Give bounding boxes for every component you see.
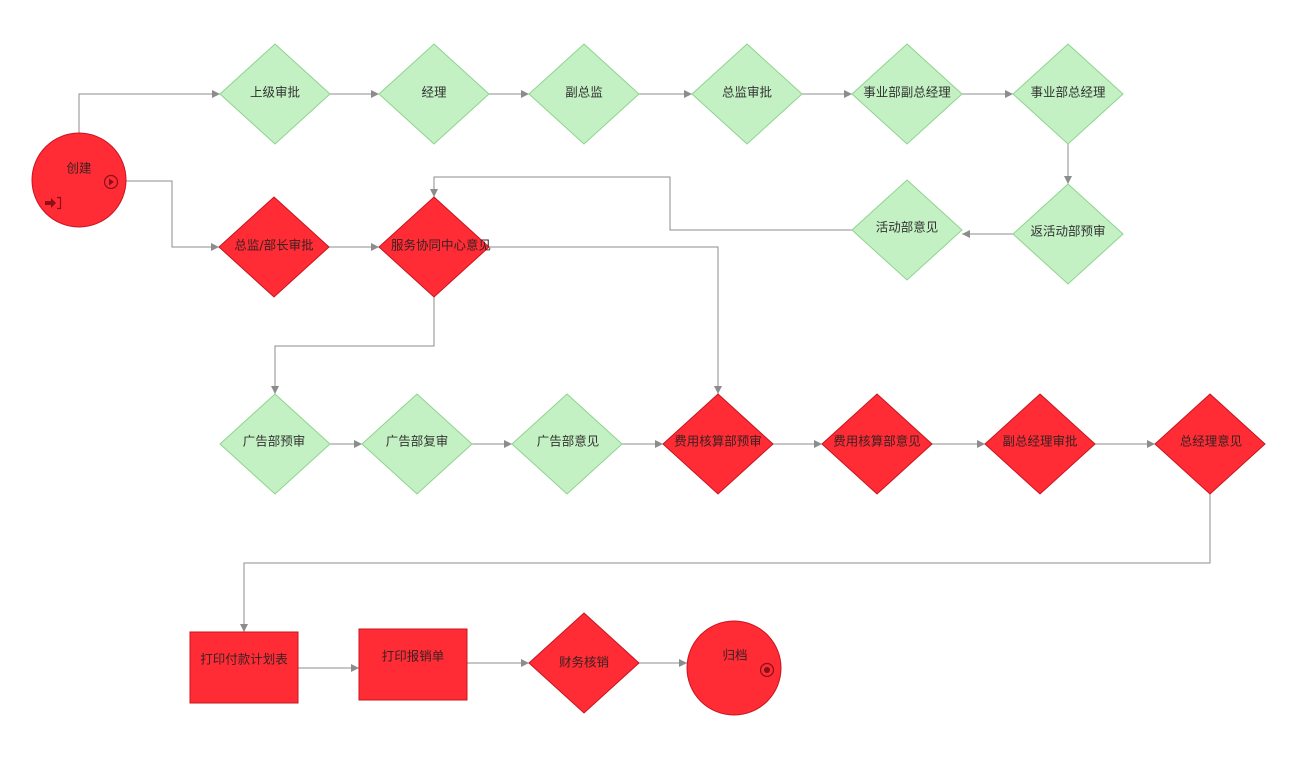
node-ad-pre-review[interactable]: 广告部预审 bbox=[219, 393, 331, 495]
node-deputy-director[interactable]: 副总监 bbox=[528, 43, 640, 145]
diamond-shape bbox=[511, 393, 623, 495]
edge-create-to-director-minister-approval bbox=[126, 180, 219, 251]
node-ad-opinion[interactable]: 广告部意见 bbox=[511, 393, 623, 495]
diamond-shape bbox=[821, 393, 933, 495]
diamond-shape bbox=[361, 393, 473, 495]
node-superior-approval[interactable]: 上级审批 bbox=[219, 43, 331, 145]
task-rect bbox=[358, 628, 468, 701]
edges bbox=[78, 90, 1211, 672]
edge-service-center-opinion-to-cost-pre-review bbox=[489, 246, 722, 394]
node-finance-writeoff[interactable]: 财务核销 bbox=[528, 612, 640, 714]
diamond-shape bbox=[691, 43, 803, 145]
node-print-expense-form[interactable]: 打印报销单 bbox=[358, 628, 468, 701]
node-cost-pre-review[interactable]: 费用核算部预审 bbox=[662, 393, 774, 495]
node-gm-opinion[interactable]: 总经理意见 bbox=[1154, 393, 1266, 495]
node-ad-re-review[interactable]: 广告部复审 bbox=[361, 393, 473, 495]
diamond-shape bbox=[378, 43, 490, 145]
play-icon bbox=[103, 174, 119, 190]
diamond-shape bbox=[851, 43, 963, 145]
diamond-shape bbox=[1012, 183, 1124, 285]
diamond-shape bbox=[851, 179, 963, 281]
node-service-center-opinion[interactable]: 服务协同中心意见 bbox=[378, 196, 491, 298]
node-create[interactable]: 创建 bbox=[31, 132, 127, 228]
entry-icon bbox=[45, 196, 62, 210]
node-manager[interactable]: 经理 bbox=[378, 43, 490, 145]
node-director-minister-approval[interactable]: 总监/部长审批 bbox=[218, 196, 330, 298]
node-division-gm[interactable]: 事业部总经理 bbox=[1012, 43, 1124, 145]
node-label: 副总经理审批 bbox=[1002, 434, 1077, 449]
node-label: 财务核销 bbox=[559, 655, 609, 670]
diamond-shape bbox=[528, 612, 640, 714]
node-cost-opinion[interactable]: 费用核算部意见 bbox=[821, 393, 933, 495]
diamond-shape bbox=[662, 393, 774, 495]
stop-icon bbox=[759, 662, 775, 678]
node-label: 返活动部预审 bbox=[1030, 224, 1105, 239]
node-label: 总监/部长审批 bbox=[234, 238, 313, 253]
diamond-shape bbox=[984, 393, 1096, 495]
node-label: 上级审批 bbox=[250, 85, 300, 100]
node-label: 事业部总经理 bbox=[1030, 85, 1106, 100]
diamond-shape bbox=[219, 43, 331, 145]
edge-create-to-superior-approval bbox=[78, 90, 220, 133]
node-label: 广告部复审 bbox=[386, 434, 449, 449]
node-label: 打印报销单 bbox=[382, 649, 445, 664]
node-label: 广告部意见 bbox=[537, 434, 600, 449]
node-return-event-pre-review[interactable]: 返活动部预审 bbox=[1012, 183, 1124, 285]
node-print-payment-plan[interactable]: 打印付款计划表 bbox=[189, 631, 299, 704]
diamond-shape bbox=[528, 43, 640, 145]
node-division-deputy-gm[interactable]: 事业部副总经理 bbox=[851, 43, 963, 145]
diamond-shape bbox=[378, 196, 490, 298]
node-label: 经理 bbox=[421, 85, 447, 100]
node-label: 费用核算部预审 bbox=[674, 434, 762, 449]
node-label: 活动部意见 bbox=[876, 220, 939, 235]
node-event-opinion[interactable]: 活动部意见 bbox=[851, 179, 963, 281]
node-label: 归档 bbox=[722, 648, 747, 663]
node-label: 打印付款计划表 bbox=[200, 652, 288, 667]
diamond-shape bbox=[219, 393, 331, 495]
end-circle bbox=[686, 620, 782, 716]
node-label: 创建 bbox=[66, 161, 92, 176]
node-deputy-gm-approval[interactable]: 副总经理审批 bbox=[984, 393, 1096, 495]
node-label: 服务协同中心意见 bbox=[391, 238, 491, 253]
edge-service-center-opinion-to-ad-pre-review bbox=[271, 297, 435, 394]
node-archive[interactable]: 归档 bbox=[686, 620, 782, 716]
node-label: 事业部副总经理 bbox=[863, 85, 951, 100]
node-label: 费用核算部意见 bbox=[833, 434, 921, 449]
diamond-shape bbox=[1154, 393, 1266, 495]
start-circle bbox=[31, 132, 127, 228]
diamond-shape bbox=[218, 196, 330, 298]
edge-gm-opinion-to-print-payment-plan bbox=[240, 494, 1211, 632]
node-label: 总经理意见 bbox=[1180, 434, 1243, 449]
node-director-approval[interactable]: 总监审批 bbox=[691, 43, 803, 145]
task-rect bbox=[189, 631, 299, 704]
edge-event-opinion-to-service-center-opinion bbox=[430, 176, 852, 231]
diamond-shape bbox=[1012, 43, 1124, 145]
node-label: 广告部预审 bbox=[243, 434, 306, 449]
node-label: 副总监 bbox=[565, 85, 603, 100]
node-label: 总监审批 bbox=[722, 85, 772, 100]
